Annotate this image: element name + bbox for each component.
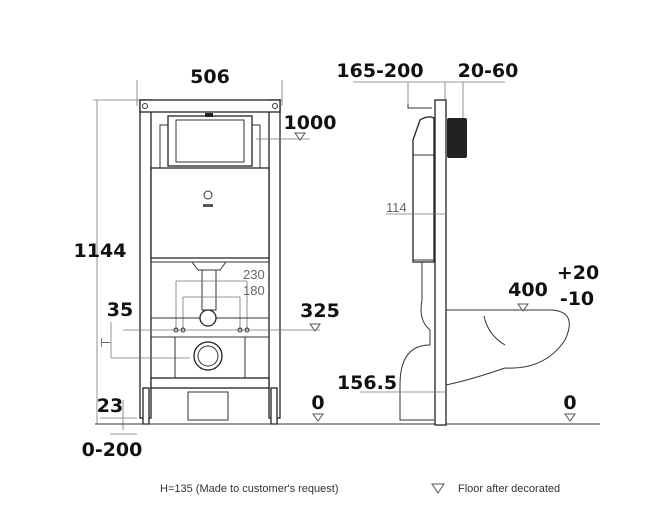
seat-tolerance-minus-label: -10 xyxy=(560,288,594,310)
wall-distance-label: 165-200 xyxy=(336,60,423,82)
frame-side-post xyxy=(434,99,447,426)
flush-height-label: 1000 xyxy=(284,112,337,134)
outlet-height-label: 156.5 xyxy=(337,372,397,394)
toilet-bowl xyxy=(445,309,570,386)
h-note: H=135 (Made to customer's request) xyxy=(160,483,339,495)
right-post xyxy=(268,99,281,419)
plate-depth-label: 20-60 xyxy=(458,60,519,82)
seat-tolerance-plus-label: +20 xyxy=(557,262,599,284)
h-marker: ⊢ xyxy=(100,335,111,350)
top-bar xyxy=(139,99,281,113)
right-foot xyxy=(270,387,278,425)
flush-plate xyxy=(447,118,467,158)
side-floor-level-label: 0 xyxy=(563,392,576,414)
side-cistern xyxy=(412,116,435,263)
side-view: 165-200 20-60 114 400 +20 -10 156.5 0 xyxy=(336,60,599,426)
left-post xyxy=(139,99,152,419)
floor-level-legend-icon xyxy=(431,483,445,494)
left-foot xyxy=(142,387,150,425)
floor-legend-label: Floor after decorated xyxy=(458,483,560,495)
width-label: 506 xyxy=(190,66,230,88)
adjustment-range-label: 0-200 xyxy=(82,439,143,461)
cistern xyxy=(150,167,270,259)
front-floor-level-label: 0 xyxy=(311,392,324,414)
front-view: 506 1144 1000 230 180 xyxy=(74,66,340,461)
level-marker-icon xyxy=(294,132,306,141)
pipe-height-label: 325 xyxy=(300,300,340,322)
water-inlet xyxy=(199,309,217,327)
cistern-logo xyxy=(203,190,213,200)
tank-depth-label: 114 xyxy=(386,200,407,215)
flush-plate-opening xyxy=(167,115,253,167)
inlet-spacing-outer-label: 230 xyxy=(243,267,265,282)
height-label: 1144 xyxy=(74,240,127,262)
left-offset-label: 35 xyxy=(107,299,133,321)
bottom-bar xyxy=(150,377,270,389)
inlet-spacing-inner-label: 180 xyxy=(243,283,265,298)
foot-height-label: 23 xyxy=(97,395,123,417)
flush-pipe xyxy=(201,269,217,311)
seat-height-label: 400 xyxy=(508,279,548,301)
